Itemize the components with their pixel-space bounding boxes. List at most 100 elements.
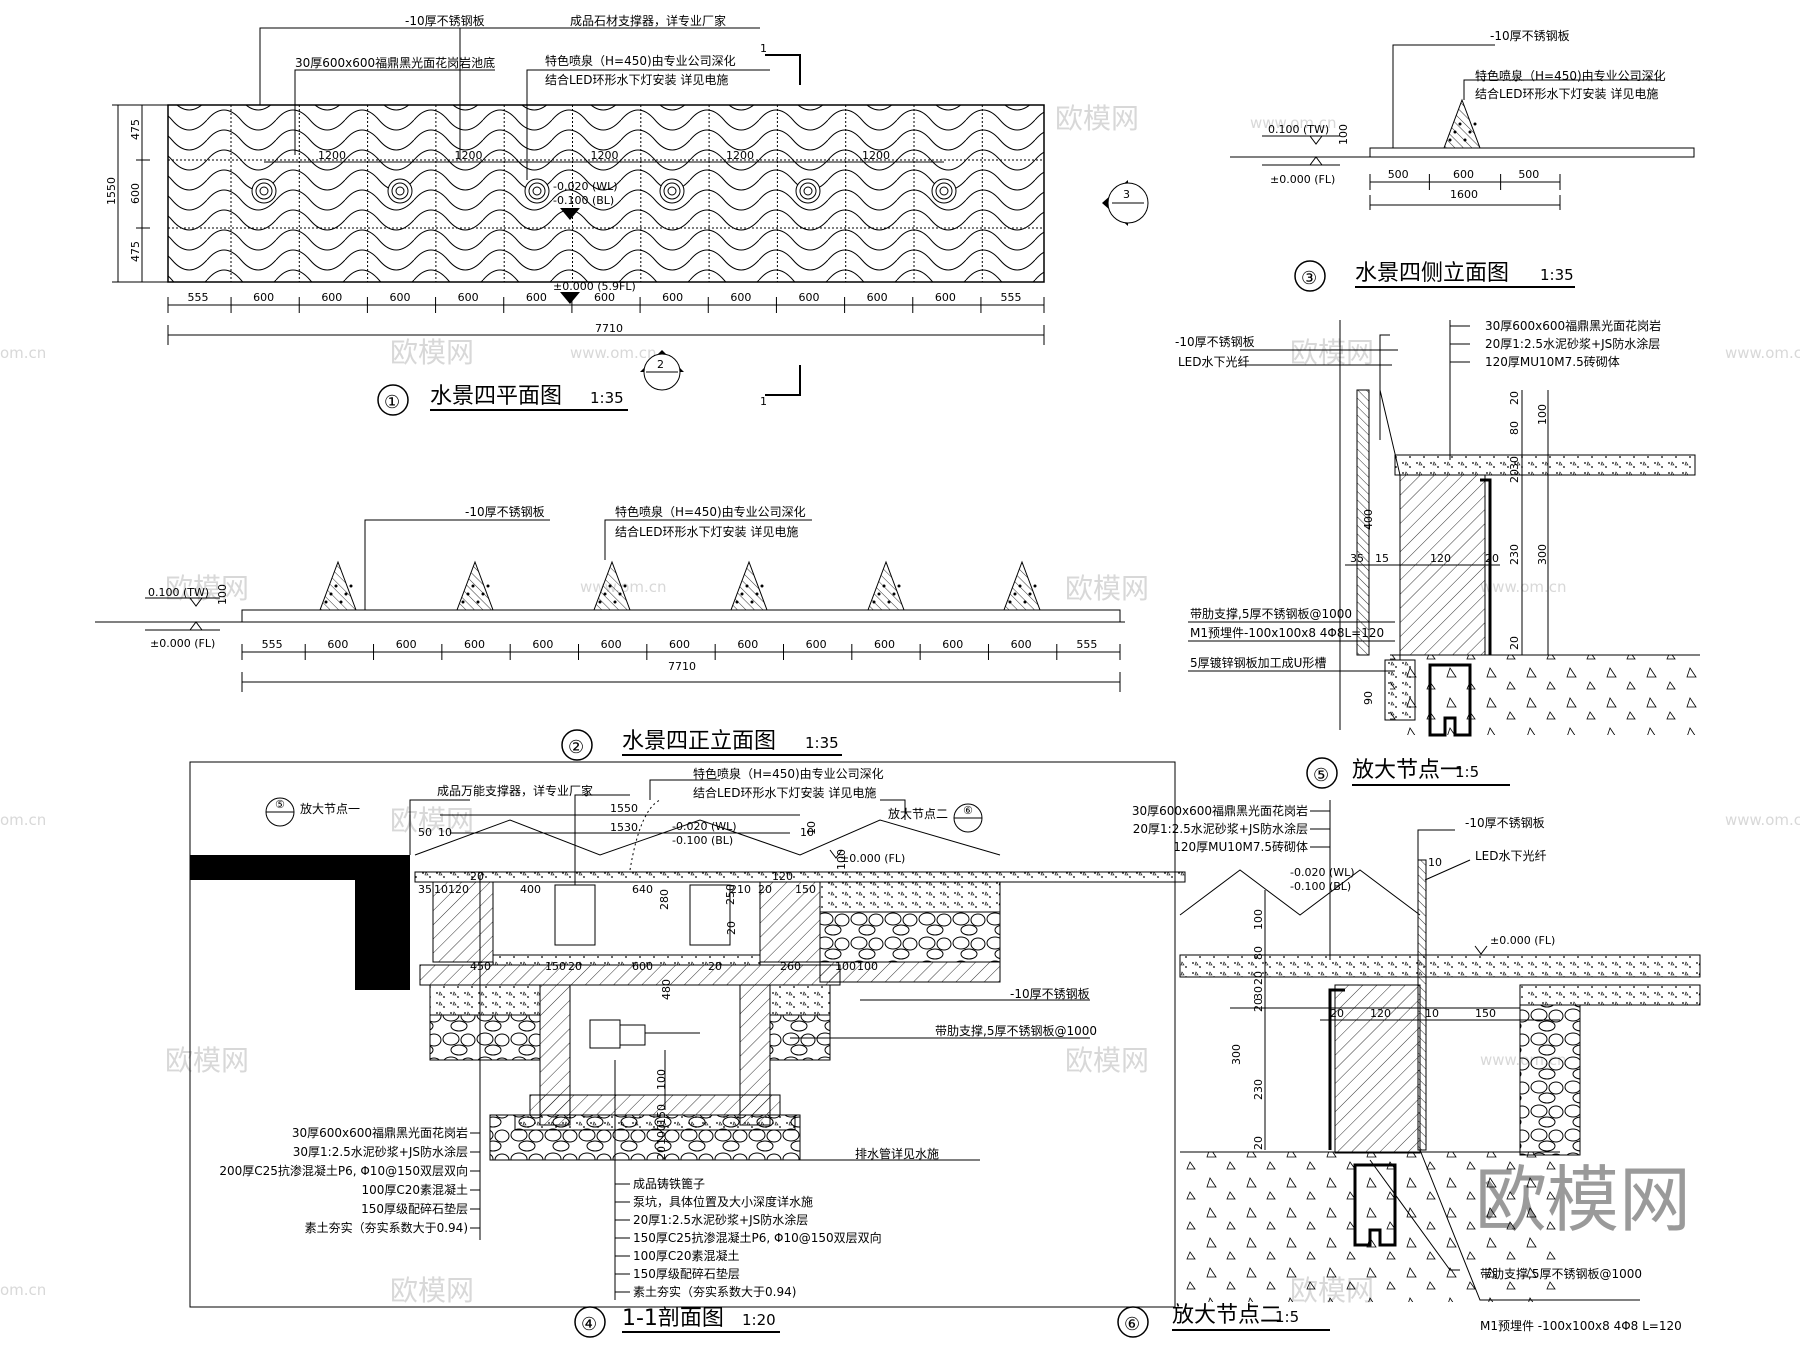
plan-view: -10厚不锈钢板 30厚600x600福鼎黑光面花岗岩池底 成品石材支撑器，详专… bbox=[105, 13, 1149, 416]
plan-left-dim: 600 bbox=[129, 183, 142, 204]
level-wl: -0.020 (WL) bbox=[553, 180, 618, 193]
node1-dim: 20 bbox=[1508, 391, 1521, 405]
side-label-plate: -10厚不锈钢板 bbox=[1490, 29, 1570, 43]
elev-label-led: 结合LED环形水下灯安装 详见电施 bbox=[615, 524, 798, 539]
node1-label: LED水下光纤 bbox=[1178, 355, 1250, 369]
node1-title: 放大节点一 bbox=[1352, 758, 1462, 783]
node2-label: 120厚MU10M7.5砖砌体 bbox=[1173, 839, 1308, 854]
node1-dim: 100 bbox=[1536, 404, 1549, 425]
dim-value: 600 bbox=[874, 638, 895, 651]
section-left-layers: 30厚600x600福鼎黑光面花岗岩30厚1:2.5水泥砂浆+JS防水涂层200… bbox=[219, 875, 481, 1240]
side-elevation-view: -10厚不锈钢板 特色喷泉（H=450)由专业公司深化 结合LED环形水下灯安装… bbox=[1230, 29, 1695, 292]
side-total-dim: 1600 bbox=[1450, 188, 1478, 201]
section-bottom-layers: 成品铸铁篦子泵坑，具体位置及大小深度详水施20厚1:2.5水泥砂浆+JS防水涂层… bbox=[614, 1060, 882, 1300]
dim-value: 500 bbox=[1388, 168, 1409, 181]
side-level-fl: ±0.000 (FL) bbox=[1270, 173, 1335, 186]
section-mark: 1 bbox=[760, 42, 767, 55]
spacing-dim: 1200 bbox=[862, 149, 890, 162]
plan-scale: 1:35 bbox=[590, 389, 624, 407]
node2-label: -10厚不锈钢板 bbox=[1465, 816, 1545, 830]
section-layer-label: 30厚600x600福鼎黑光面花岗岩 bbox=[292, 1125, 468, 1140]
node1-label: -10厚不锈钢板 bbox=[1175, 335, 1255, 349]
fountain-spray bbox=[456, 560, 494, 611]
section-dim-1530: 1530 bbox=[610, 821, 638, 834]
spacing-dim: 1200 bbox=[318, 149, 346, 162]
section-dim: 100 bbox=[835, 960, 856, 973]
dim-value: 600 bbox=[389, 291, 410, 304]
watermark-domain: om.cn bbox=[0, 344, 46, 362]
section-dims-row2: 4501502060020260100100 bbox=[470, 960, 878, 973]
elev-title-number: ② bbox=[568, 737, 584, 758]
view-ref-2: 2 bbox=[640, 350, 684, 391]
section-dim-vertical: 20 bbox=[725, 921, 738, 935]
node1-dim: 80 bbox=[1508, 421, 1521, 435]
elev-title: 水景四正立面图 bbox=[622, 729, 776, 754]
section-ref-6: ⑥ bbox=[953, 803, 983, 833]
dim-value: 600 bbox=[867, 291, 888, 304]
section-layer-label: 30厚1:2.5水泥砂浆+JS防水涂层 bbox=[293, 1144, 468, 1159]
section-dim: 10 bbox=[438, 826, 452, 839]
watermark-url: www.om.cn bbox=[1725, 811, 1800, 829]
section-dim: 120 bbox=[772, 870, 793, 883]
dim-value: 600 bbox=[526, 291, 547, 304]
node1-view: 30厚600x600福鼎黑光面花岗岩20厚1:2.5水泥砂浆+JS防水涂层120… bbox=[1175, 318, 1700, 789]
side-title: 水景四侧立面图 bbox=[1355, 261, 1509, 286]
dim-value: 600 bbox=[1011, 638, 1032, 651]
node2-dim: 10 bbox=[1425, 1007, 1439, 1020]
node2-title: 放大节点二 bbox=[1172, 1303, 1282, 1328]
section-mark: 1 bbox=[760, 395, 767, 408]
node2-left-labels: 30厚600x600福鼎黑光面花岗岩20厚1:2.5水泥砂浆+JS防水涂层120… bbox=[1132, 800, 1331, 960]
dim-value: 600 bbox=[737, 638, 758, 651]
plan-total-dim: 7710 bbox=[595, 322, 623, 335]
side-fountain-spray bbox=[1443, 98, 1481, 149]
watermark-brand: 欧模网 bbox=[390, 336, 474, 369]
elev-label-fountain: 特色喷泉（H=450)由专业公司深化 bbox=[615, 504, 806, 519]
dim-value: 500 bbox=[1518, 168, 1539, 181]
front-elevation-view: -10厚不锈钢板 特色喷泉（H=450)由专业公司深化 结合LED环形水下灯安装… bbox=[95, 504, 1125, 761]
node2-dim: 150 bbox=[1475, 1007, 1496, 1020]
node1-label: 5厚镀锌钢板加工成U形槽 bbox=[1190, 656, 1326, 670]
section-scale: 1:20 bbox=[742, 1311, 776, 1329]
label-plate: -10厚不锈钢板 bbox=[405, 14, 485, 28]
watermark-domain: om.cn bbox=[0, 1281, 46, 1299]
svg-text:⑥: ⑥ bbox=[963, 804, 973, 817]
section-label-node1: 放大节点一 bbox=[300, 801, 360, 816]
dim-value: 600 bbox=[799, 291, 820, 304]
plan-title: 水景四平面图 bbox=[430, 384, 562, 409]
section-dim-vertical: 480 bbox=[660, 979, 673, 1000]
node1-label: 30厚600x600福鼎黑光面花岗岩 bbox=[1485, 318, 1661, 333]
section-dim: 20 bbox=[568, 960, 582, 973]
watermark-brand: 欧模网 bbox=[390, 804, 474, 837]
section-label-plate: -10厚不锈钢板 bbox=[1010, 987, 1090, 1001]
elev-label-plate: -10厚不锈钢板 bbox=[465, 505, 545, 519]
dim-value: 600 bbox=[730, 291, 751, 304]
section-dim-vertical: 10 bbox=[805, 821, 818, 835]
section-level-bl: -0.100 (BL) bbox=[672, 834, 733, 847]
watermark-brand: 欧模网 bbox=[165, 1044, 249, 1077]
label-led: 结合LED环形水下灯安装 详见电施 bbox=[545, 72, 728, 87]
side-dims: 500 600 500 bbox=[1369, 168, 1561, 190]
node2-level-wl: -0.020 (WL) bbox=[1290, 866, 1355, 879]
section-dim: 20 bbox=[470, 870, 484, 883]
section-title-number: ④ bbox=[581, 1314, 597, 1335]
elev-level-tw: 0.100 (TW) bbox=[148, 586, 209, 599]
side-label-led: 结合LED环形水下灯安装 详见电施 bbox=[1475, 86, 1658, 101]
section-dim: 640 bbox=[632, 883, 653, 896]
dim-value: 555 bbox=[1076, 638, 1097, 651]
plan-left-total: 1550 bbox=[105, 177, 118, 205]
node2-view: 30厚600x600福鼎黑光面花岗岩20厚1:2.5水泥砂浆+JS防水涂层120… bbox=[1117, 762, 1701, 1338]
dim-value: 600 bbox=[1453, 168, 1474, 181]
node1-dim: 20 bbox=[1508, 469, 1521, 483]
node2-dim: 20 bbox=[1252, 998, 1265, 1012]
section-layer-label: 150厚级配碎石垫层 bbox=[361, 1201, 468, 1216]
section-dim: 20 bbox=[708, 960, 722, 973]
node1-title-number: ⑤ bbox=[1313, 765, 1329, 786]
paving-grid bbox=[168, 105, 1044, 282]
section-layer-label: 素土夯实（夯实系数大于0.94) bbox=[305, 1220, 468, 1235]
section-dim: 400 bbox=[520, 883, 541, 896]
